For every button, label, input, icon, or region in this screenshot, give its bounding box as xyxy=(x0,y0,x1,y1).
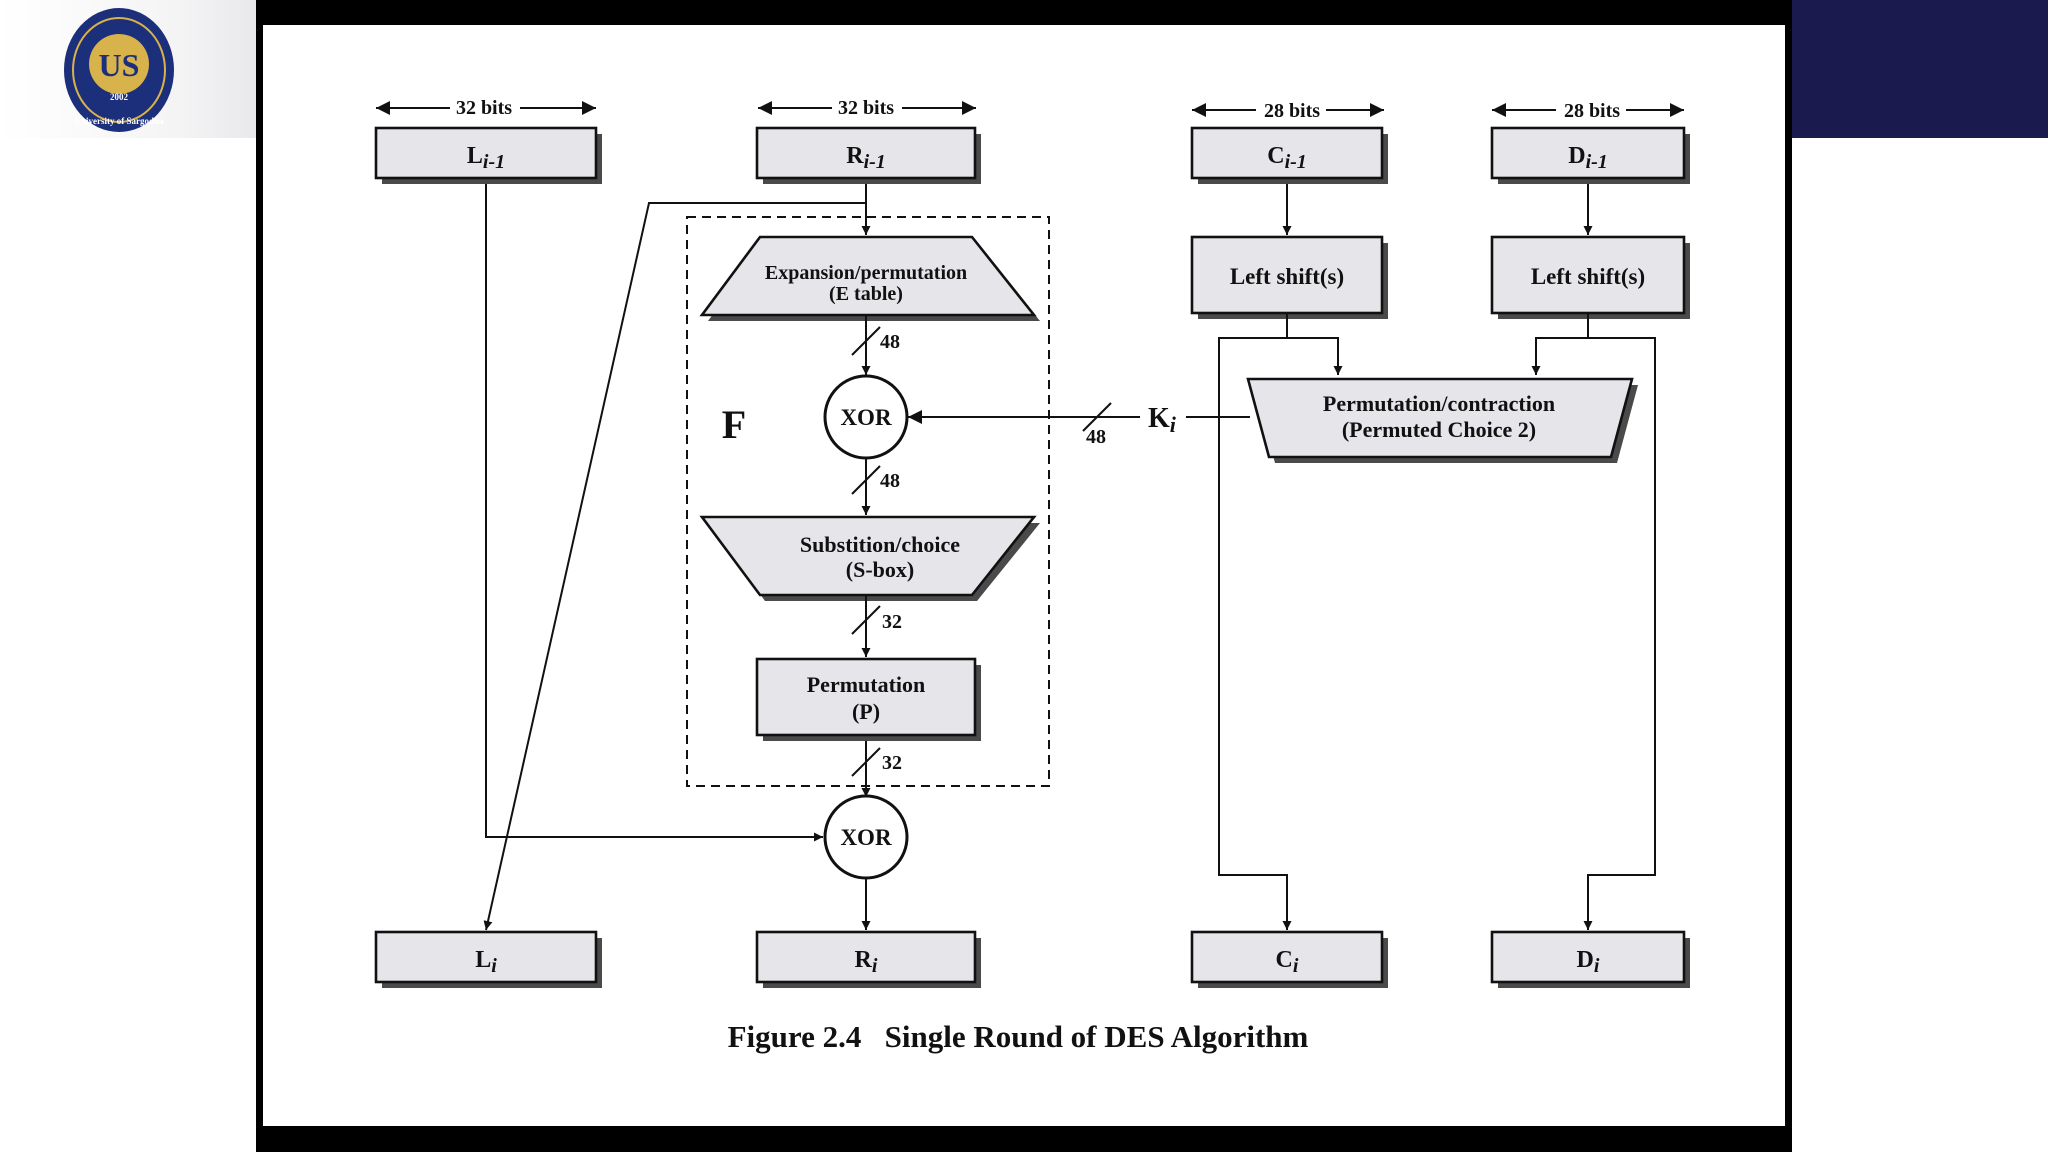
perm-line2: (P) xyxy=(852,699,880,724)
expansion-line1: Expansion/permutation xyxy=(765,262,967,284)
key-base: K xyxy=(1148,403,1170,434)
sbox-block: Substition/choice (S-box) xyxy=(699,515,1040,601)
pc2-line2: (Permuted Choice 2) xyxy=(1342,417,1536,442)
svg-text:Di: Di xyxy=(1577,947,1600,977)
l-prev-base: L xyxy=(467,143,483,169)
c-prev-sub: i-1 xyxy=(1285,151,1307,173)
svg-text:Ci: Ci xyxy=(1276,947,1299,977)
left-shift-d-label: Left shift(s) xyxy=(1531,264,1645,289)
sbox-line2: (S-box) xyxy=(846,557,914,582)
bus-width-after-expansion: 48 xyxy=(880,331,900,353)
bus-slash-3 xyxy=(851,605,881,635)
key-sub: i xyxy=(1170,412,1177,437)
pc2-line1: Permutation/contraction xyxy=(1323,391,1555,416)
figure-caption: Figure 2.4 Single Round of DES Algorithm xyxy=(728,1019,1309,1054)
header-band xyxy=(1792,0,2048,138)
bus-slash-key xyxy=(1082,402,1112,432)
d-out-sub: i xyxy=(1594,955,1600,977)
l-prev-sub: i-1 xyxy=(483,151,505,173)
d-prev-base: D xyxy=(1568,143,1585,169)
sbox-line1: Substition/choice xyxy=(800,532,960,557)
svg-text:Li: Li xyxy=(475,947,497,977)
width-c-indicator: 28 bits xyxy=(1192,100,1384,122)
box-r-out: Ri xyxy=(755,930,981,988)
r-prev-base: R xyxy=(846,143,864,169)
width-right-label: 32 bits xyxy=(838,97,894,119)
box-r-prev: Ri-1 xyxy=(755,126,981,184)
shift-c-to-pc2-arrow xyxy=(1286,313,1343,375)
bus-slash-4 xyxy=(851,747,881,777)
xor-round-key: XOR xyxy=(823,374,909,460)
width-d-label: 28 bits xyxy=(1564,100,1620,122)
logo-text: US xyxy=(99,47,140,83)
r-to-l-out-arrow xyxy=(483,202,866,931)
logo-year: 2002 xyxy=(110,92,129,102)
permutation-p-block: Permutation (P) xyxy=(755,657,981,741)
box-c-prev: Ci-1 xyxy=(1190,126,1388,184)
svg-text:Li-1: Li-1 xyxy=(467,143,505,173)
bus-width-key: 48 xyxy=(1086,426,1106,448)
university-logo: US 2002 University of Sargodha xyxy=(64,8,174,132)
r-prev-sub: i-1 xyxy=(864,151,886,173)
logo-ring-text: University of Sargodha xyxy=(74,116,164,126)
box-d-out: Di xyxy=(1490,930,1690,988)
svg-text:Ri-1: Ri-1 xyxy=(846,143,886,173)
r-out-base: R xyxy=(855,947,873,973)
svg-text:Ci-1: Ci-1 xyxy=(1267,143,1307,173)
bus-width-after-sbox: 32 xyxy=(882,611,902,633)
left-shift-c-label: Left shift(s) xyxy=(1230,264,1344,289)
l-out-sub: i xyxy=(491,955,497,977)
svg-text:Ki: Ki xyxy=(1148,403,1177,437)
expansion-line2: (E table) xyxy=(829,283,903,305)
left-shift-c-block: Left shift(s) xyxy=(1190,235,1388,319)
f-label: F xyxy=(722,402,746,447)
d-out-base: D xyxy=(1577,947,1594,973)
c-out-base: C xyxy=(1276,947,1293,973)
shift-d-to-pc2-arrow xyxy=(1531,313,1589,375)
r-out-sub: i xyxy=(872,955,878,977)
shift-c-to-c-out-arrow xyxy=(1218,337,1292,930)
box-d-prev: Di-1 xyxy=(1490,126,1690,184)
width-right-indicator: 32 bits xyxy=(758,97,976,119)
bus-width-after-xor: 48 xyxy=(880,470,900,492)
pc2-block: Permutation/contraction (Permuted Choice… xyxy=(1246,377,1638,463)
l-to-xor-arrow xyxy=(485,184,823,842)
width-d-indicator: 28 bits xyxy=(1492,100,1684,122)
c-out-sub: i xyxy=(1293,955,1299,977)
svg-text:Di-1: Di-1 xyxy=(1568,143,1608,173)
box-l-out: Li xyxy=(374,930,602,988)
box-c-out: Ci xyxy=(1190,930,1388,988)
width-c-label: 28 bits xyxy=(1264,100,1320,122)
l-out-base: L xyxy=(475,947,491,973)
xor-final: XOR xyxy=(823,794,909,880)
perm-line1: Permutation xyxy=(807,672,926,697)
svg-text:Ri: Ri xyxy=(855,947,878,977)
xor-final-label: XOR xyxy=(840,825,892,850)
width-left-indicator: 32 bits xyxy=(376,97,596,119)
xor-round-key-label: XOR xyxy=(840,405,892,430)
box-l-prev: Li-1 xyxy=(374,126,602,184)
left-shift-d-block: Left shift(s) xyxy=(1490,235,1690,319)
width-left-label: 32 bits xyxy=(456,97,512,119)
bus-slash-2 xyxy=(851,465,881,495)
expansion-permutation-block: Expansion/permutation (E table) xyxy=(699,235,1040,321)
c-prev-base: C xyxy=(1267,143,1284,169)
bus-width-after-perm: 32 xyxy=(882,752,902,774)
f-function-boundary xyxy=(686,216,1050,787)
bus-slash-1 xyxy=(851,326,881,356)
shift-d-to-d-out-arrow xyxy=(1583,337,1656,930)
d-prev-sub: i-1 xyxy=(1586,151,1608,173)
